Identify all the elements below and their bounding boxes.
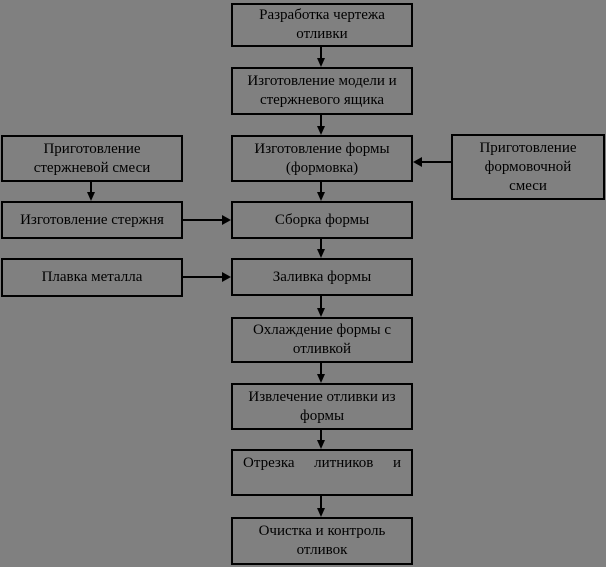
arrow-down-head-icon	[317, 192, 325, 201]
box-gate-cutting: Отрезка литников и	[231, 449, 413, 496]
arrow-shaft	[183, 219, 223, 221]
box-mold-cooling: Охлаждение формы с отливкой	[231, 317, 413, 363]
box-gate-cutting-line-1: Отрезка литников и	[243, 454, 401, 471]
box-mold-assembly: Сборка формы	[231, 201, 413, 239]
box-core-making: Изготовление стержня	[1, 201, 183, 239]
box-cleaning-inspection-line-1: Очистка и контроль	[258, 523, 386, 539]
arrow-down-head-icon	[317, 374, 325, 383]
box-cleaning-inspection-line-2: отливок	[296, 542, 348, 558]
box-mold-cooling-line-2: отливкой	[292, 341, 352, 357]
arrow-down-head-icon	[317, 508, 325, 517]
box-core-mix-preparation: Приготовление стержневой смеси	[1, 135, 183, 182]
arrow-step3-step4	[317, 182, 325, 201]
arrow-shaft	[320, 47, 322, 59]
box-mold-making-line-1: Изготовление формы	[254, 140, 390, 157]
arrow-step4-step5	[317, 239, 325, 258]
arrow-shaft	[183, 276, 223, 278]
arrow-shaft	[320, 182, 322, 193]
arrow-shaft	[90, 182, 92, 193]
box-drawing-development-line-2: отливки	[296, 26, 348, 42]
arrow-melting-pouring	[183, 272, 231, 282]
box-model-corebox-making-line-1: Изготовление модели и	[247, 73, 397, 89]
arrow-coremix-coremaking	[87, 182, 95, 201]
arrow-step6-step7	[317, 363, 325, 383]
arrow-shaft	[320, 296, 322, 309]
box-molding-mix-preparation-line-2: формовочной	[484, 158, 572, 175]
arrow-down-head-icon	[317, 58, 325, 67]
arrow-shaft	[320, 363, 322, 375]
arrow-left-head-icon	[413, 157, 422, 167]
box-metal-melting: Плавка металла	[1, 258, 183, 297]
box-gate-cutting-empty-line	[233, 473, 411, 492]
box-core-mix-preparation-line-2: стержневой смеси	[33, 159, 151, 176]
box-mold-making: Изготовление формы (формовка)	[231, 135, 413, 182]
box-molding-mix-preparation-line-3: смеси	[509, 177, 547, 194]
arrow-shaft	[320, 496, 322, 509]
box-core-mix-preparation-line-1: Приготовление	[43, 140, 141, 157]
arrow-down-head-icon	[87, 192, 95, 201]
arrow-shaft	[320, 115, 322, 127]
arrow-down-head-icon	[317, 440, 325, 449]
arrow-down-head-icon	[317, 249, 325, 258]
box-model-corebox-making: Изготовление модели и стержневого ящика	[231, 67, 413, 115]
arrow-step7-step8	[317, 430, 325, 449]
box-core-making-line-1: Изготовление стержня	[20, 211, 164, 228]
box-casting-extraction-line-2: формы	[299, 407, 345, 424]
arrow-moldingmix-moldmaking	[413, 157, 451, 167]
box-metal-melting-line-1: Плавка металла	[41, 269, 143, 285]
box-mold-pouring: Заливка формы	[231, 258, 413, 296]
box-cleaning-inspection: Очистка и контроль отливок	[231, 517, 413, 565]
box-casting-extraction-line-1: Извлечение отливки из	[248, 388, 396, 405]
arrow-step5-step6	[317, 296, 325, 317]
arrow-shaft	[320, 430, 322, 441]
arrow-down-head-icon	[317, 126, 325, 135]
box-molding-mix-preparation-line-1: Приготовление	[479, 139, 577, 156]
box-drawing-development-line-1: Разработка чертежа	[259, 7, 385, 23]
arrow-shaft	[421, 161, 451, 163]
box-model-corebox-making-line-2: стержневого ящика	[259, 92, 385, 108]
box-mold-making-line-2: (формовка)	[285, 159, 359, 176]
box-casting-extraction: Извлечение отливки из формы	[231, 383, 413, 430]
arrow-shaft	[320, 239, 322, 250]
box-molding-mix-preparation: Приготовление формовочной смеси	[451, 134, 605, 200]
box-mold-assembly-line-1: Сборка формы	[274, 211, 370, 228]
arrow-right-head-icon	[222, 272, 231, 282]
arrow-step1-step2	[317, 47, 325, 67]
arrow-step8-step9	[317, 496, 325, 517]
arrow-down-head-icon	[317, 308, 325, 317]
box-mold-pouring-line-1: Заливка формы	[272, 268, 372, 285]
arrow-right-head-icon	[222, 215, 231, 225]
box-drawing-development: Разработка чертежа отливки	[231, 3, 413, 47]
arrow-step2-step3	[317, 115, 325, 135]
box-mold-cooling-line-1: Охлаждение формы с	[252, 322, 392, 338]
arrow-coremaking-moldassembly	[183, 215, 231, 225]
